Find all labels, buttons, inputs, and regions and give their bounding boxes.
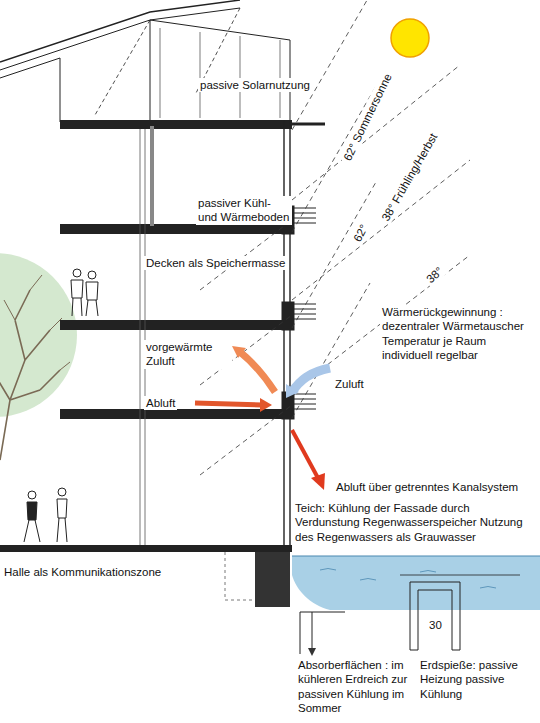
floor-slabs	[0, 120, 292, 607]
absorber-note: Absorberflächen : im kühleren Erdreich z…	[296, 658, 418, 716]
roof	[0, 0, 290, 122]
exhaust-duct-label: Abluft über getrenntes Kanalsystem	[334, 480, 520, 494]
angle-label: 38°	[422, 263, 448, 288]
solar-use-label: passive Solarnutzung	[198, 78, 312, 92]
foundation-dashed	[225, 552, 255, 600]
slab-label: Decken als Speichermasse	[144, 256, 287, 270]
supply-air-label: vorgewärmte Zuluft	[144, 340, 232, 369]
exhaust-air-label: Abluft	[144, 396, 177, 410]
pond	[292, 556, 540, 610]
floor-label: passiver Kühl- und Wärmeboden	[196, 196, 292, 225]
pond-note: Teich: Kühlung der Fassade durch Verduns…	[293, 501, 537, 544]
columns	[140, 129, 145, 545]
people	[24, 269, 98, 542]
tree	[0, 253, 77, 460]
absorber-surfaces	[300, 612, 345, 654]
heat-recovery-note: Wärmerückgewinnung : dezentraler Wärmeta…	[380, 305, 536, 363]
earth-spike-note: Erdspieße: passive Heizung passive Kühlu…	[418, 658, 534, 701]
spring-autumn-angle: 38° Frühling/Herbst	[378, 129, 442, 226]
hall-label: Halle als Kommunikationszone	[2, 565, 163, 579]
sun	[391, 19, 429, 57]
summer-sun-angle: 62° Sommersonne	[339, 69, 395, 165]
dimension-label: 30	[427, 618, 444, 632]
angle-label: 62°	[349, 220, 372, 246]
facade	[282, 120, 325, 545]
supply-air-label: Zuluft	[333, 377, 366, 391]
earth-spikes	[400, 575, 520, 650]
